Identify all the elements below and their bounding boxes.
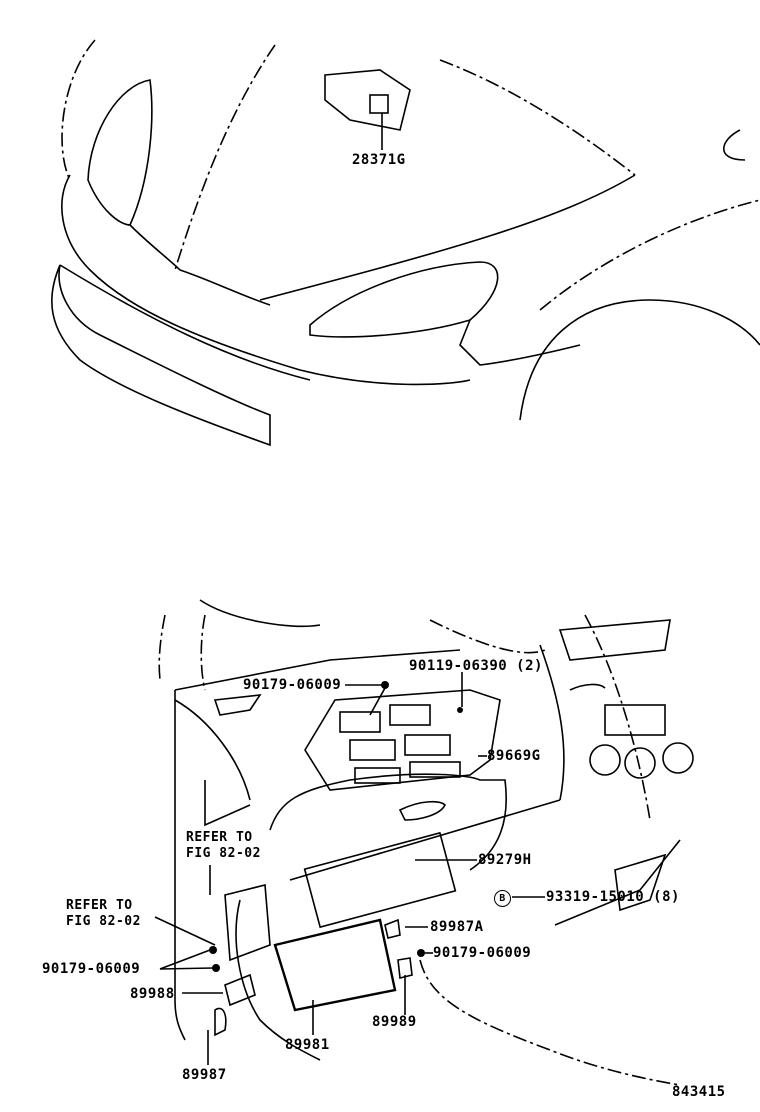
refer-note-line1: REFER TO <box>186 830 253 845</box>
refer-note-1: REFER TO FIG 82-02 <box>186 830 261 862</box>
part-label-89988: 89988 <box>130 986 175 1002</box>
marker-b-circle: B <box>494 890 511 907</box>
part-label-28371g: 28371G <box>352 152 406 168</box>
refer-note-line2: FIG 82-02 <box>66 914 141 929</box>
part-label-90119-06390: 90119-06390 (2) <box>409 658 543 674</box>
refer-note-line1: REFER TO <box>66 898 133 913</box>
refer-note-2: REFER TO FIG 82-02 <box>66 898 141 930</box>
marker-b: B <box>494 889 511 907</box>
part-label-90179-06009-left: 90179-06009 <box>42 961 141 977</box>
part-label-89669g: 89669G <box>487 748 541 764</box>
part-label-89981: 89981 <box>285 1037 330 1053</box>
car-front-drawing <box>51 39 760 447</box>
part-label-89987a: 89987A <box>430 919 484 935</box>
figure-number: 843415 <box>672 1084 726 1100</box>
part-label-90179-06009-right: 90179-06009 <box>433 945 532 961</box>
part-label-89987: 89987 <box>182 1067 227 1083</box>
part-label-89989: 89989 <box>372 1014 417 1030</box>
part-label-89279h: 89279H <box>478 852 532 868</box>
refer-note-line2: FIG 82-02 <box>186 846 261 861</box>
part-label-90179-06009-top: 90179-06009 <box>243 677 342 693</box>
dashboard-drawing <box>158 599 694 1086</box>
leader-lines <box>154 672 545 1065</box>
part-label-93319-15010: 93319-15010 (8) <box>546 889 680 905</box>
